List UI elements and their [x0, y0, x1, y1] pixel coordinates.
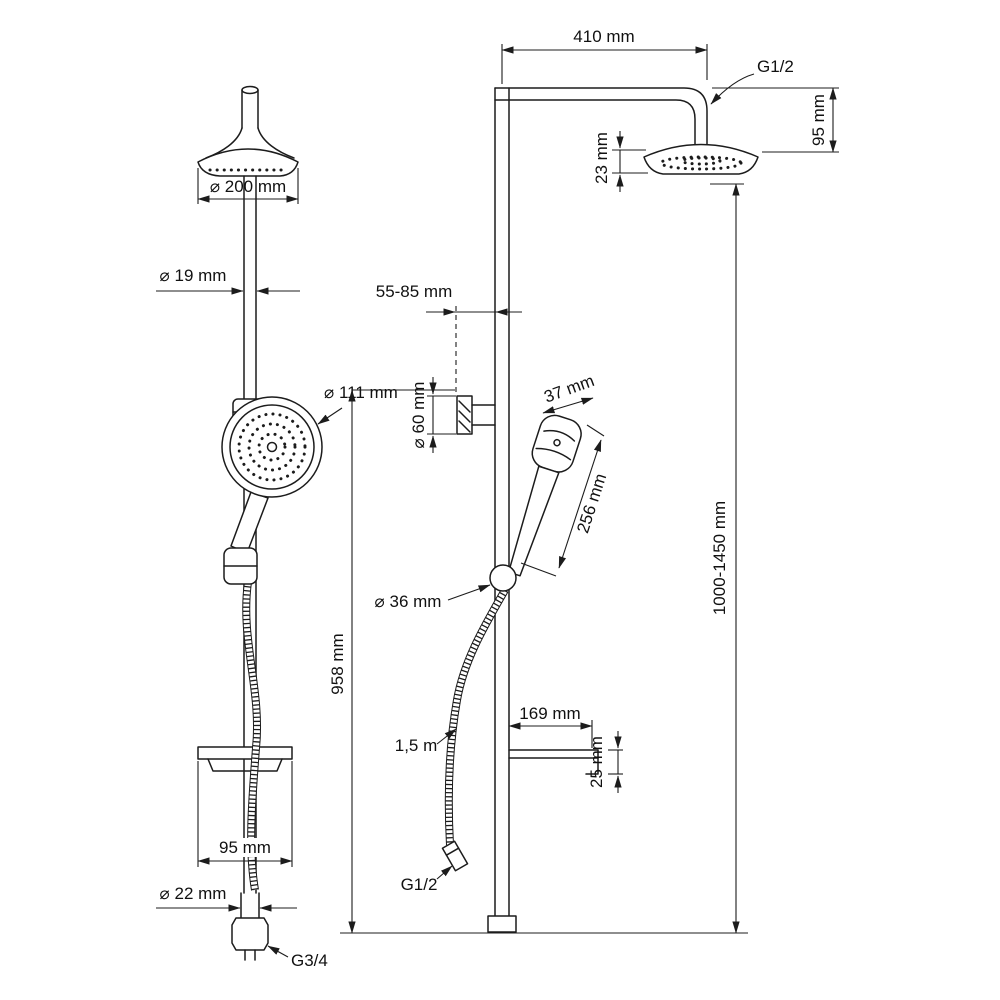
dim-wall-distance: 55-85 mm	[376, 282, 522, 316]
pipe-diameter-label: ⌀ 19 mm	[160, 266, 227, 285]
hose-thread-label: G1/2	[401, 875, 438, 894]
wall-distance-label: 55-85 mm	[376, 282, 453, 301]
hose-length-label: 1,5 m	[395, 736, 438, 755]
dim-rail-height: 958 mm	[328, 389, 455, 934]
total-height-label: 1000-1450 mm	[710, 501, 729, 615]
head-thickness-label: 23 mm	[592, 132, 611, 184]
label-underlay	[217, 838, 274, 857]
rail-height-label: 958 mm	[328, 633, 347, 694]
overhead-shower-front	[643, 143, 759, 175]
dim-bottom-pipe-diameter: ⌀ 22 mm	[156, 884, 297, 912]
dim-shelf-thickness: 25 mm	[587, 731, 623, 793]
bottom-fitting-front	[487, 915, 517, 933]
dim-hose-length: 1,5 m	[395, 728, 457, 755]
bracket-diameter-label: ⌀ 60 mm	[409, 382, 428, 449]
dim-bottom-thread: G3/4	[267, 945, 328, 970]
dim-total-height: 1000-1450 mm	[710, 183, 744, 934]
wall-bracket-front	[456, 395, 496, 435]
hose-front	[444, 588, 509, 846]
slider-ball-front	[489, 564, 517, 592]
top-width-label: 410 mm	[573, 27, 634, 46]
top-thread-label: G1/2	[757, 57, 794, 76]
dim-bracket-diameter: ⌀ 60 mm	[409, 377, 456, 453]
dim-shelf-depth: 95 mm	[197, 761, 293, 867]
dim-head-thickness: 23 mm	[592, 131, 648, 192]
hose-end-fitting	[441, 840, 469, 872]
overhead-shower-side	[197, 148, 299, 177]
shower-arm-front	[494, 87, 708, 146]
head-diameter-label: ⌀ 200 mm	[210, 177, 286, 196]
dim-pipe-diameter: ⌀ 19 mm	[156, 266, 300, 295]
dim-arm-to-head: 95 mm	[712, 87, 839, 153]
arm-to-head-label: 95 mm	[809, 94, 828, 146]
bottom-connector-side	[231, 892, 269, 961]
dim-top-thread: G1/2	[710, 57, 794, 105]
dim-head-diameter: ⌀ 200 mm	[197, 168, 299, 204]
slider-holder-side	[223, 547, 258, 585]
shelf-side	[197, 746, 293, 772]
dim-slider-diameter: ⌀ 36 mm	[375, 584, 491, 611]
shelf-thickness-label: 25 mm	[587, 736, 606, 788]
dim-top-width: 410 mm	[501, 27, 708, 84]
dim-hose-thread: G1/2	[401, 865, 453, 894]
hand-shower-diameter-label: ⌀ 111 mm	[324, 383, 398, 402]
bottom-thread-label: G3/4	[291, 951, 328, 970]
shelf-front	[508, 749, 599, 775]
dim-shelf-length: 169 mm	[508, 704, 593, 748]
slider-diameter-label: ⌀ 36 mm	[375, 592, 442, 611]
side-view-dimensions: ⌀ 200 mm ⌀ 19 mm ⌀ 111 mm 95 mm ⌀ 22 mm …	[156, 168, 398, 970]
shelf-depth-label: 95 mm	[219, 838, 271, 857]
dim-hand-shower-diameter: ⌀ 111 mm	[317, 383, 398, 425]
shelf-length-label: 169 mm	[519, 704, 580, 723]
bottom-pipe-diameter-label: ⌀ 22 mm	[160, 884, 227, 903]
